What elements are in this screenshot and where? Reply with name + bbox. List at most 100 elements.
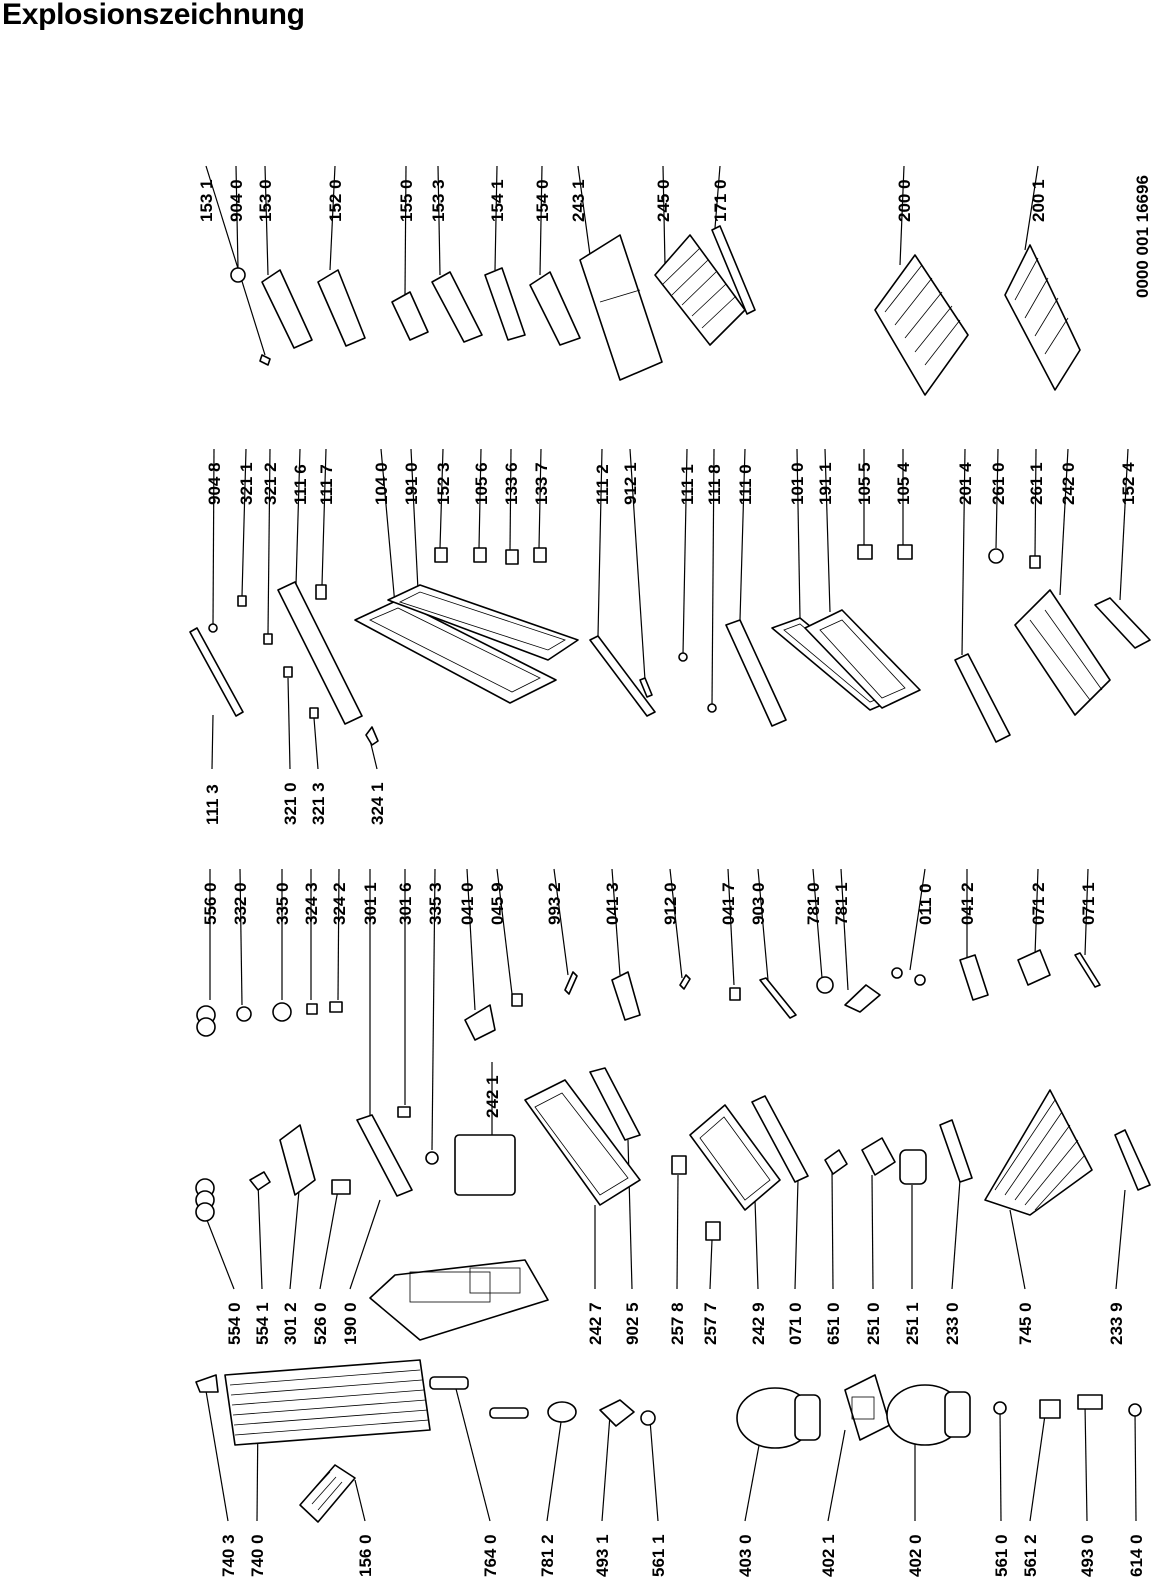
bin-part-242-0 bbox=[1014, 589, 1111, 716]
leader-line bbox=[539, 165, 543, 276]
part-number-label: 402 1 bbox=[819, 1534, 838, 1577]
compressor-part-1 bbox=[736, 1387, 821, 1449]
egg-tray-part-155-0 bbox=[391, 291, 429, 341]
leader-line bbox=[577, 165, 591, 256]
strip-part-111-3 bbox=[189, 627, 244, 717]
part-number-label: 526 0 bbox=[311, 1302, 330, 1345]
leader-line bbox=[466, 868, 476, 1011]
leader-line bbox=[909, 868, 926, 971]
grid-shelf-part-200-1 bbox=[1004, 244, 1081, 391]
leader-line bbox=[999, 1409, 1002, 1522]
strip-part-111-2 bbox=[589, 635, 656, 717]
small-part-321-1 bbox=[237, 595, 247, 607]
leader-line bbox=[295, 448, 301, 586]
leader-line bbox=[1034, 448, 1037, 557]
part-number-label: 902 5 bbox=[623, 1302, 642, 1345]
leader-line bbox=[1134, 1411, 1137, 1522]
part-number-label: 200 1 bbox=[1029, 179, 1048, 222]
part-number-label: 071 0 bbox=[786, 1302, 805, 1345]
small-part-257-7 bbox=[705, 1221, 721, 1241]
small-part-301-6 bbox=[397, 1106, 411, 1118]
part-number-label: 041 0 bbox=[458, 882, 477, 925]
plate-part-301-2 bbox=[279, 1124, 316, 1196]
leader-line bbox=[757, 868, 769, 981]
part-number-label: 154 0 bbox=[533, 179, 552, 222]
gasket-part-191-0 bbox=[387, 584, 579, 661]
tube-parts bbox=[429, 1376, 529, 1419]
part-number-label: 561 2 bbox=[1021, 1534, 1040, 1577]
hinge-part-233-9 bbox=[1114, 1129, 1151, 1191]
leader-line bbox=[380, 448, 396, 606]
leader-line bbox=[995, 448, 999, 549]
part-number-label: 261 0 bbox=[989, 462, 1008, 505]
plate-part-201-4 bbox=[954, 653, 1011, 743]
box-part-242-1 bbox=[454, 1134, 516, 1196]
rail-part-301-1 bbox=[356, 1114, 413, 1197]
leader-line bbox=[662, 165, 666, 266]
strip-part-071-1 bbox=[1074, 952, 1101, 988]
part-number-label: 152 4 bbox=[1119, 462, 1138, 505]
pin-part-912-1 bbox=[639, 677, 653, 698]
hinge-part-041-3 bbox=[611, 971, 641, 1021]
leader-line bbox=[211, 714, 214, 770]
leader-line bbox=[454, 1384, 491, 1522]
part-number-label: 257 8 bbox=[668, 1302, 687, 1345]
page-title: Explosionszeichnung bbox=[2, 0, 305, 31]
part-number-label: 324 2 bbox=[330, 882, 349, 925]
part-number-label: 993 2 bbox=[545, 882, 564, 925]
leader-line bbox=[961, 448, 966, 656]
box-part-493-0 bbox=[1077, 1394, 1103, 1410]
part-number-label: 041 3 bbox=[603, 882, 622, 925]
part-number-label: 242 7 bbox=[586, 1302, 605, 1345]
leader-line bbox=[899, 165, 905, 266]
part-number-label: 153 1 bbox=[197, 179, 216, 222]
small-part-324-2 bbox=[329, 1001, 343, 1013]
leader-line bbox=[494, 165, 498, 271]
leader-line bbox=[287, 677, 291, 770]
leader-line bbox=[431, 868, 436, 1151]
leader-line bbox=[204, 1214, 235, 1290]
shelf-part-153-3 bbox=[431, 271, 483, 343]
leader-line bbox=[840, 868, 849, 991]
part-number-label: 190 0 bbox=[341, 1302, 360, 1345]
part-number-label: 261 1 bbox=[1027, 462, 1046, 505]
part-number-label: 071 2 bbox=[1029, 882, 1048, 925]
part-number-label: 041 7 bbox=[719, 882, 738, 925]
part-number-label: 321 2 bbox=[261, 462, 280, 505]
leader-line bbox=[313, 717, 319, 770]
small-part-321-0 bbox=[283, 666, 293, 678]
part-number-label: 201 4 bbox=[956, 462, 975, 505]
leader-line bbox=[354, 1479, 366, 1522]
part-number-label: 111 1 bbox=[678, 464, 697, 505]
plate-part-781-1 bbox=[844, 984, 881, 1013]
leader-line bbox=[437, 165, 441, 276]
part-number-label: 904 8 bbox=[205, 462, 224, 505]
small-part-904-8 bbox=[208, 623, 218, 633]
leader-line bbox=[257, 1181, 263, 1290]
part-number-label: 191 0 bbox=[402, 462, 421, 505]
part-number-label: 335 3 bbox=[426, 882, 445, 925]
leader-line bbox=[337, 868, 340, 1001]
leader-lines bbox=[204, 165, 1137, 1522]
part-number-label: 903 0 bbox=[749, 882, 768, 925]
part-number-label: 257 7 bbox=[701, 1302, 720, 1345]
strip-part-071-0 bbox=[751, 1095, 809, 1183]
parts-drawings bbox=[189, 225, 1151, 1523]
part-number-label: 233 9 bbox=[1107, 1302, 1126, 1345]
part-number-label: 554 1 bbox=[253, 1302, 272, 1345]
leader-line bbox=[649, 1419, 659, 1522]
part-number-label: 251 1 bbox=[903, 1302, 922, 1345]
leader-line bbox=[1084, 1404, 1088, 1522]
leader-line bbox=[676, 1174, 679, 1290]
leader-line bbox=[824, 448, 831, 613]
leader-line bbox=[951, 1179, 961, 1290]
part-number-label: 324 1 bbox=[368, 782, 387, 825]
part-number-label: 561 0 bbox=[992, 1534, 1011, 1577]
leader-line bbox=[546, 1414, 563, 1522]
part-number-label: 493 0 bbox=[1078, 1534, 1097, 1577]
pin-part-912-0 bbox=[679, 974, 691, 990]
relay-box-part bbox=[844, 1374, 891, 1441]
part-number-label: 764 0 bbox=[481, 1534, 500, 1577]
gasket-part-191-1 bbox=[804, 609, 921, 709]
part-number-label: 111 2 bbox=[593, 464, 612, 505]
